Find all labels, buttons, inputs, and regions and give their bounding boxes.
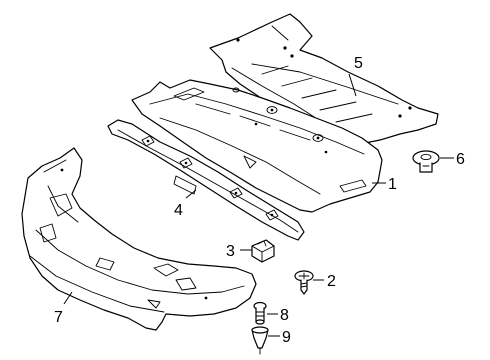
bracket-clip — [229, 187, 243, 199]
bracket-clip — [265, 209, 279, 221]
callout-2: 2 — [327, 273, 336, 290]
leader-lines — [63, 73, 454, 337]
part-1-underbody-shield — [131, 79, 383, 213]
callout-labels: 1 2 3 4 5 6 7 8 9 — [54, 55, 465, 346]
callout-8: 8 — [280, 307, 289, 324]
part-7-front-deflector — [21, 147, 257, 331]
callout-5: 5 — [354, 55, 363, 72]
callout-9: 9 — [282, 329, 291, 346]
part-4-front-bracket — [107, 119, 305, 241]
bracket-clip — [179, 157, 193, 169]
part-9-push-clip — [251, 326, 269, 355]
part-6-push-retainer — [412, 150, 440, 173]
part-3-clip-nut — [251, 239, 275, 263]
part-8-bolt — [253, 301, 267, 325]
bracket-clip — [141, 135, 155, 147]
part-2-screw — [294, 270, 314, 295]
callout-1: 1 — [388, 176, 397, 193]
callout-7: 7 — [54, 309, 63, 326]
callout-4: 4 — [174, 202, 183, 219]
callout-6: 6 — [456, 151, 465, 168]
callout-3: 3 — [226, 243, 235, 260]
